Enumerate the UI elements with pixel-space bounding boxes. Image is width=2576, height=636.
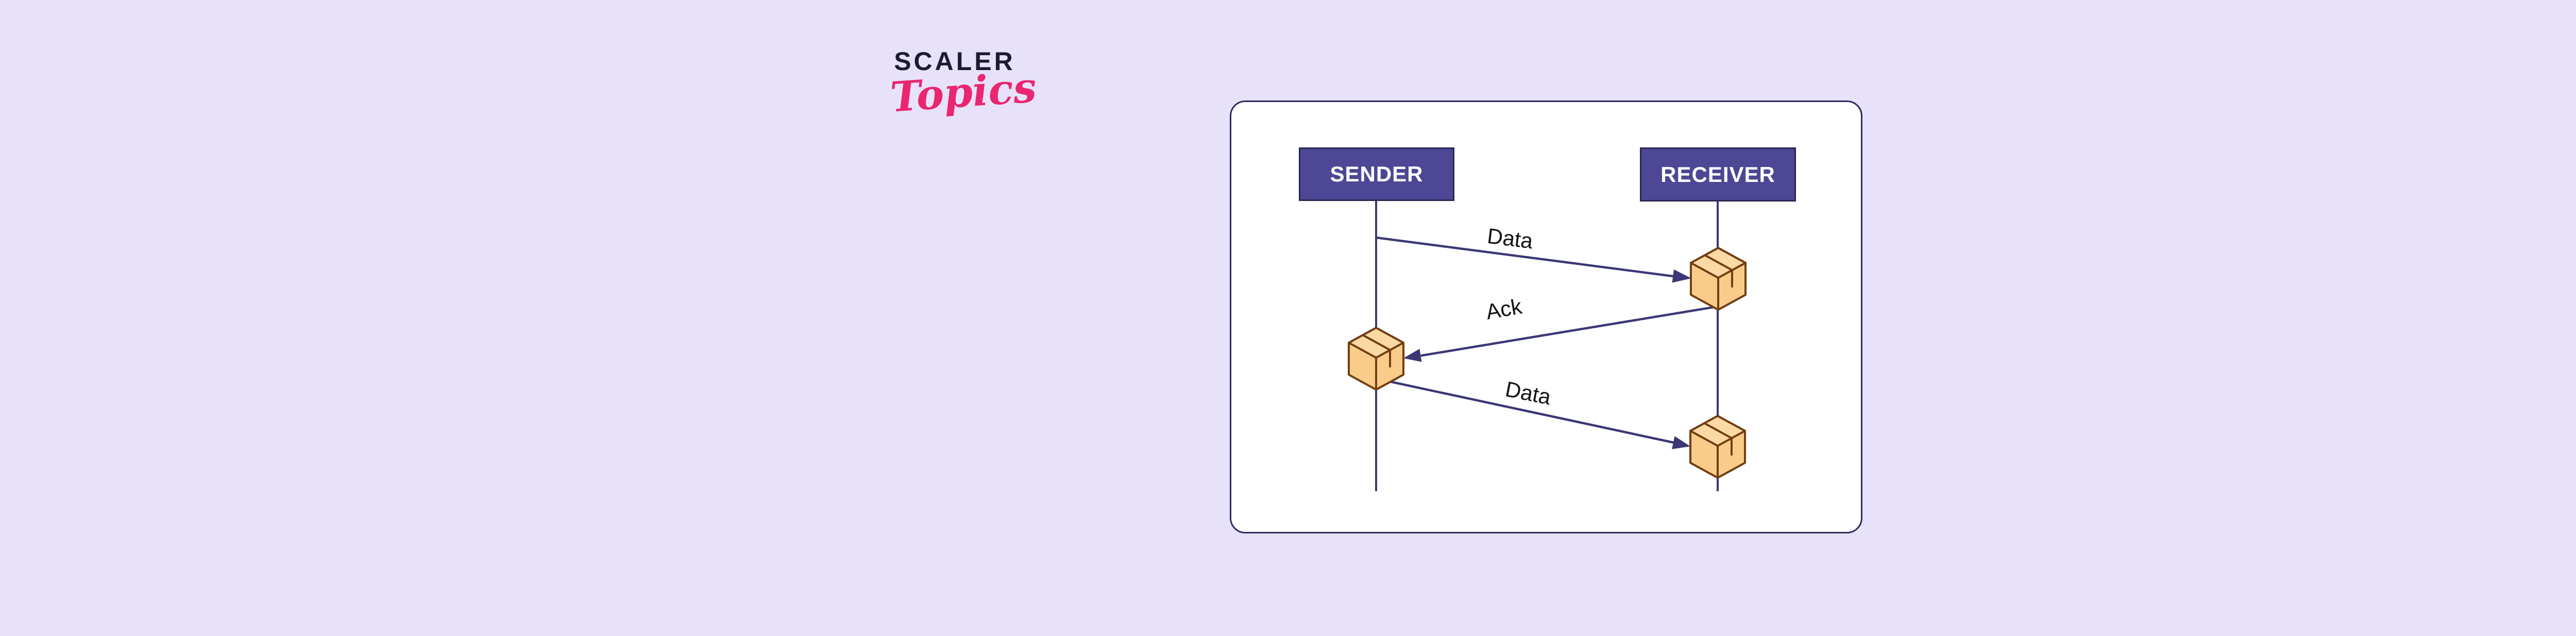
- arrowhead-icon: [1403, 348, 1422, 362]
- arrow-line: [1420, 306, 1714, 357]
- package-box-icon-receiver-1: [1690, 247, 1747, 311]
- message-arrow-data-1: [1376, 236, 1691, 283]
- package-box-icon-receiver-2: [1689, 415, 1746, 479]
- message-arrow-data-2: [1388, 380, 1690, 449]
- arrowhead-icon: [1672, 269, 1691, 283]
- arrow-line: [1376, 236, 1674, 278]
- sequence-diagram-svg: [1348, 201, 1747, 491]
- logo-topics-text: Topics: [889, 63, 1038, 122]
- arrowhead-icon: [1672, 436, 1690, 449]
- scaler-topics-logo: SCALER Topics: [889, 47, 1038, 122]
- actor-box-receiver: RECEIVER: [1640, 147, 1796, 202]
- actor-receiver-label: RECEIVER: [1660, 162, 1775, 187]
- diagram-card: SENDER RECEIVER Data Ack Data: [1230, 101, 1862, 533]
- actor-sender-label: SENDER: [1330, 162, 1423, 186]
- actor-box-sender: SENDER: [1299, 147, 1454, 201]
- logo-brand-text: SCALER: [894, 47, 1015, 76]
- message-arrow-ack: [1403, 306, 1714, 362]
- package-box-icon-sender: [1348, 327, 1404, 391]
- arrow-line: [1388, 380, 1675, 444]
